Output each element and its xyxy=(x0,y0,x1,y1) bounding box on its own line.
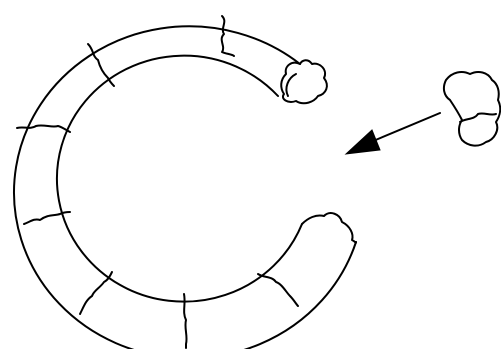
fracture-line-5 xyxy=(80,272,112,314)
fracture-line-2 xyxy=(88,44,114,86)
ring-inner-edge xyxy=(57,56,302,302)
arrow xyxy=(366,113,440,144)
detached-segment xyxy=(444,72,500,146)
arrow-head xyxy=(346,130,380,154)
detached-segment-outline xyxy=(444,72,500,146)
fracture-line-1 xyxy=(222,16,234,56)
fracture-line-7 xyxy=(258,274,298,306)
broken-ring xyxy=(14,16,356,349)
ring-end-top-inner xyxy=(286,74,296,96)
arrow-shaft xyxy=(366,113,440,144)
ring-end-bottom xyxy=(302,213,356,243)
detached-segment-fracture xyxy=(460,113,496,122)
fracture-line-3 xyxy=(17,125,70,132)
